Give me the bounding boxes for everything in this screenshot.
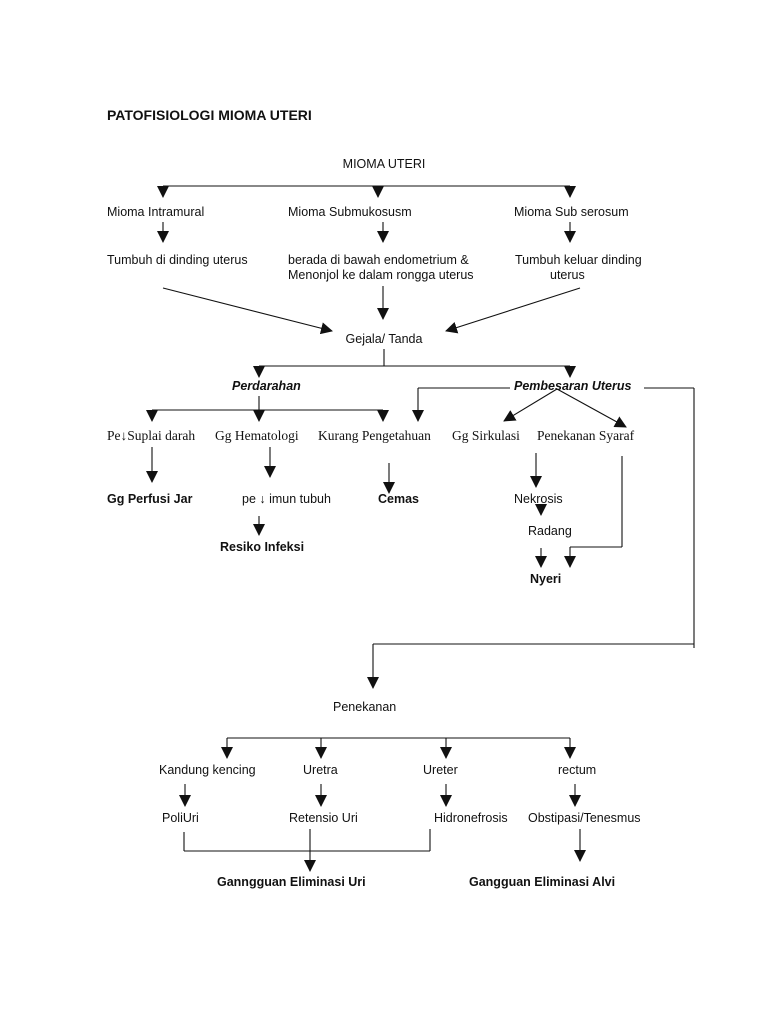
node-rectum: rectum	[558, 763, 596, 777]
node-penekanan: Penekanan	[333, 700, 396, 714]
node-ureter: Ureter	[423, 763, 458, 777]
node-radang: Radang	[528, 524, 572, 538]
node-bawah-endometrium-2: Menonjol ke dalam rongga uterus	[288, 268, 474, 282]
connectors-nyeri	[530, 453, 623, 568]
node-perdarahan: Perdarahan	[232, 379, 301, 393]
node-mioma-subserosum: Mioma Sub serosum	[514, 205, 629, 219]
connectors-perdarahan-outcomes	[146, 447, 395, 536]
connectors-types-to-effects	[157, 222, 576, 243]
node-gg-perfusi-jar: Gg Perfusi Jar	[107, 492, 193, 506]
connectors-eliminasi	[183, 829, 586, 872]
node-poliuri: PoliUri	[162, 811, 199, 825]
node-mioma-intramural: Mioma Intramural	[107, 205, 204, 219]
node-hidronefrosis: Hidronefrosis	[434, 811, 508, 825]
node-nekrosis: Nekrosis	[514, 492, 563, 506]
connectors-pembesaran	[367, 387, 695, 689]
node-suplai-darah: Pe↓Suplai darah	[107, 428, 195, 443]
connectors-root-branches	[157, 185, 576, 198]
connectors-effects-to-symptoms	[162, 286, 581, 335]
node-cemas: Cemas	[378, 492, 419, 506]
connectors-penekanan	[221, 737, 576, 759]
node-resiko-infeksi: Resiko Infeksi	[220, 540, 304, 554]
node-tumbuh-keluar-2: uterus	[550, 268, 585, 282]
node-tumbuh-dinding: Tumbuh di dinding uterus	[107, 253, 248, 267]
node-nyeri: Nyeri	[530, 572, 561, 586]
node-imun-tubuh: pe ↓ imun tubuh	[242, 492, 331, 506]
node-gangguan-eliminasi-alvi: Gangguan Eliminasi Alvi	[469, 875, 615, 889]
node-mioma-submukosum: Mioma Submukosusm	[288, 205, 412, 219]
connectors-organ-effects	[179, 784, 581, 807]
node-tumbuh-keluar-1: Tumbuh keluar dinding	[515, 253, 642, 267]
connectors-perdarahan	[146, 396, 389, 422]
node-kurang-pengetahuan: Kurang Pengetahuan	[318, 428, 431, 443]
node-obstipasi: Obstipasi/Tenesmus	[528, 811, 641, 825]
node-bawah-endometrium-1: berada di bawah endometrium &	[288, 253, 469, 267]
node-uretra: Uretra	[303, 763, 338, 777]
node-gg-hematologi: Gg Hematologi	[215, 428, 299, 443]
node-gangguan-eliminasi-uri: Ganngguan Eliminasi Uri	[217, 875, 366, 889]
node-gejala-tanda: Gejala/ Tanda	[346, 332, 423, 346]
node-penekanan-syaraf: Penekanan Syaraf	[537, 428, 635, 443]
connectors-symptoms-split	[253, 349, 576, 378]
node-kandung-kencing: Kandung kencing	[159, 763, 256, 777]
node-mioma-uteri: MIOMA UTERI	[343, 157, 426, 171]
node-gg-sirkulasi: Gg Sirkulasi	[452, 428, 520, 443]
page-title: PATOFISIOLOGI MIOMA UTERI	[107, 107, 312, 123]
node-retensio-uri: Retensio Uri	[289, 811, 358, 825]
node-pembesaran-uterus: Pembesaran Uterus	[514, 379, 631, 393]
